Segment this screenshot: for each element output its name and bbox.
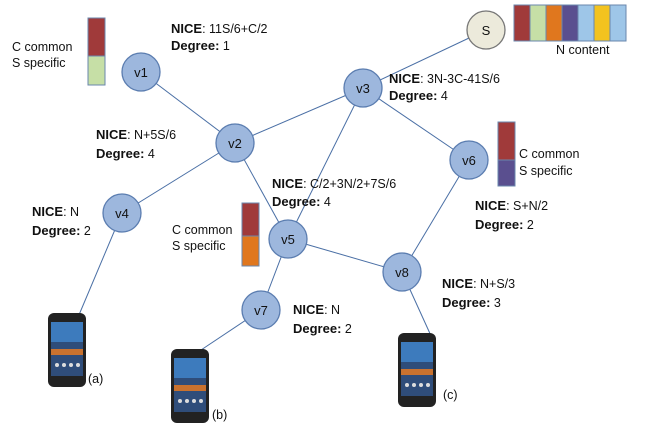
cache-bar-v1: C common S specific xyxy=(12,17,106,86)
legend-c-common-v1: C common xyxy=(12,40,72,54)
edge-v2-v3 xyxy=(234,87,364,144)
phone-screen-band xyxy=(174,385,206,391)
s-specific-segment xyxy=(497,159,516,187)
node-v7-label: v7 xyxy=(254,303,268,318)
svg-text:NICE: N: NICE: N xyxy=(293,302,340,317)
phone-screen-top xyxy=(174,358,206,378)
edge-v5-v8 xyxy=(287,238,403,273)
svg-text:NICE: N+5S/6: NICE: N+5S/6 xyxy=(96,127,176,142)
svg-text:Degree: 2: Degree: 2 xyxy=(475,217,534,232)
legend-s-specific-v6: S specific xyxy=(519,164,573,178)
phone-screen-band xyxy=(401,369,433,375)
node-v4-label: v4 xyxy=(115,206,129,221)
phone-app-icons xyxy=(178,399,203,403)
legend-c-common-v5: C common xyxy=(172,223,232,237)
phone-screen-band xyxy=(51,349,83,355)
label-v8: NICE: N+S/3 Degree: 3 xyxy=(442,276,515,310)
edge-v3-s xyxy=(362,29,487,89)
node-v4: v4 xyxy=(102,193,142,233)
content-segment xyxy=(609,4,627,42)
node-s-label: S xyxy=(482,23,491,38)
phone-b: (b) xyxy=(171,349,227,423)
phone-c: (c) xyxy=(398,333,458,407)
label-v4: NICE: N Degree: 2 xyxy=(32,204,91,238)
edge-v4-phone-a xyxy=(75,212,123,323)
content-segment xyxy=(545,4,563,42)
svg-text:Degree: 4: Degree: 4 xyxy=(96,146,155,161)
content-segment xyxy=(593,4,611,42)
c-common-segment xyxy=(87,17,106,57)
s-specific-segment xyxy=(87,55,106,86)
svg-text:NICE: 3N-3C-41S/6: NICE: 3N-3C-41S/6 xyxy=(389,71,500,86)
svg-text:NICE: S+N/2: NICE: S+N/2 xyxy=(475,198,548,213)
node-v2: v2 xyxy=(215,123,255,163)
edge-v3-v6 xyxy=(362,87,470,161)
phone-screen-top xyxy=(401,342,433,362)
svg-text:Degree: 3: Degree: 3 xyxy=(442,295,501,310)
node-v6-label: v6 xyxy=(462,153,476,168)
content-segment xyxy=(529,4,547,42)
node-v3: v3 xyxy=(343,68,383,108)
legend-n-content: N content xyxy=(556,43,610,57)
phone-screen-top xyxy=(51,322,83,342)
node-v5: v5 xyxy=(268,219,308,259)
node-v1: v1 xyxy=(121,52,161,92)
node-v6: v6 xyxy=(449,140,489,180)
node-s: S xyxy=(466,10,506,50)
svg-text:Degree: 2: Degree: 2 xyxy=(293,321,352,336)
phone-app-icons xyxy=(405,383,430,387)
cache-bar-v5: C common S specific xyxy=(172,202,260,267)
edge-v6-v8 xyxy=(401,159,470,273)
c-common-segment xyxy=(497,121,516,161)
svg-text:Degree: 4: Degree: 4 xyxy=(389,88,448,103)
node-v2-label: v2 xyxy=(228,136,242,151)
svg-text:NICE: N+S/3: NICE: N+S/3 xyxy=(442,276,515,291)
svg-text:NICE: N: NICE: N xyxy=(32,204,79,219)
label-v3: NICE: 3N-3C-41S/6 Degree: 4 xyxy=(389,71,500,103)
node-v8: v8 xyxy=(382,252,422,292)
svg-text:Degree: 1: Degree: 1 xyxy=(171,38,230,53)
svg-text:Degree: 4: Degree: 4 xyxy=(272,194,331,209)
node-v3-label: v3 xyxy=(356,81,370,96)
legend-s-specific-v1: S specific xyxy=(12,56,66,70)
phone-a: (a) xyxy=(48,313,103,387)
label-v5: NICE: C/2+3N/2+7S/6 Degree: 4 xyxy=(272,176,396,209)
content-segment xyxy=(577,4,595,42)
label-v6: NICE: S+N/2 Degree: 2 xyxy=(475,198,548,232)
edge-v3-v5 xyxy=(287,87,364,240)
node-v8-label: v8 xyxy=(395,265,409,280)
legend-s-specific-v5: S specific xyxy=(172,239,226,253)
legend-c-common-v6: C common xyxy=(519,147,579,161)
phone-c-label: (c) xyxy=(443,388,458,402)
edge-v2-v4 xyxy=(121,142,236,214)
phone-app-icons xyxy=(55,363,80,367)
label-v2: NICE: N+5S/6 Degree: 4 xyxy=(96,127,176,161)
content-segment xyxy=(513,4,531,42)
svg-text:Degree: 2: Degree: 2 xyxy=(32,223,91,238)
node-v7: v7 xyxy=(241,290,281,330)
label-v1: NICE: 11S/6+C/2 Degree: 1 xyxy=(171,21,268,53)
label-v7: NICE: N Degree: 2 xyxy=(293,302,352,336)
c-common-segment xyxy=(241,202,260,237)
svg-text:NICE: 11S/6+C/2: NICE: 11S/6+C/2 xyxy=(171,21,268,36)
s-specific-segment xyxy=(241,235,260,267)
node-v5-label: v5 xyxy=(281,232,295,247)
cache-bar-v6: C common S specific xyxy=(497,121,579,187)
node-v1-label: v1 xyxy=(134,65,148,80)
phone-b-label: (b) xyxy=(212,408,227,422)
phone-a-label: (a) xyxy=(88,372,103,386)
content-segment xyxy=(561,4,579,42)
svg-text:NICE: C/2+3N/2+7S/6: NICE: C/2+3N/2+7S/6 xyxy=(272,176,396,191)
content-bar-s xyxy=(513,4,627,42)
